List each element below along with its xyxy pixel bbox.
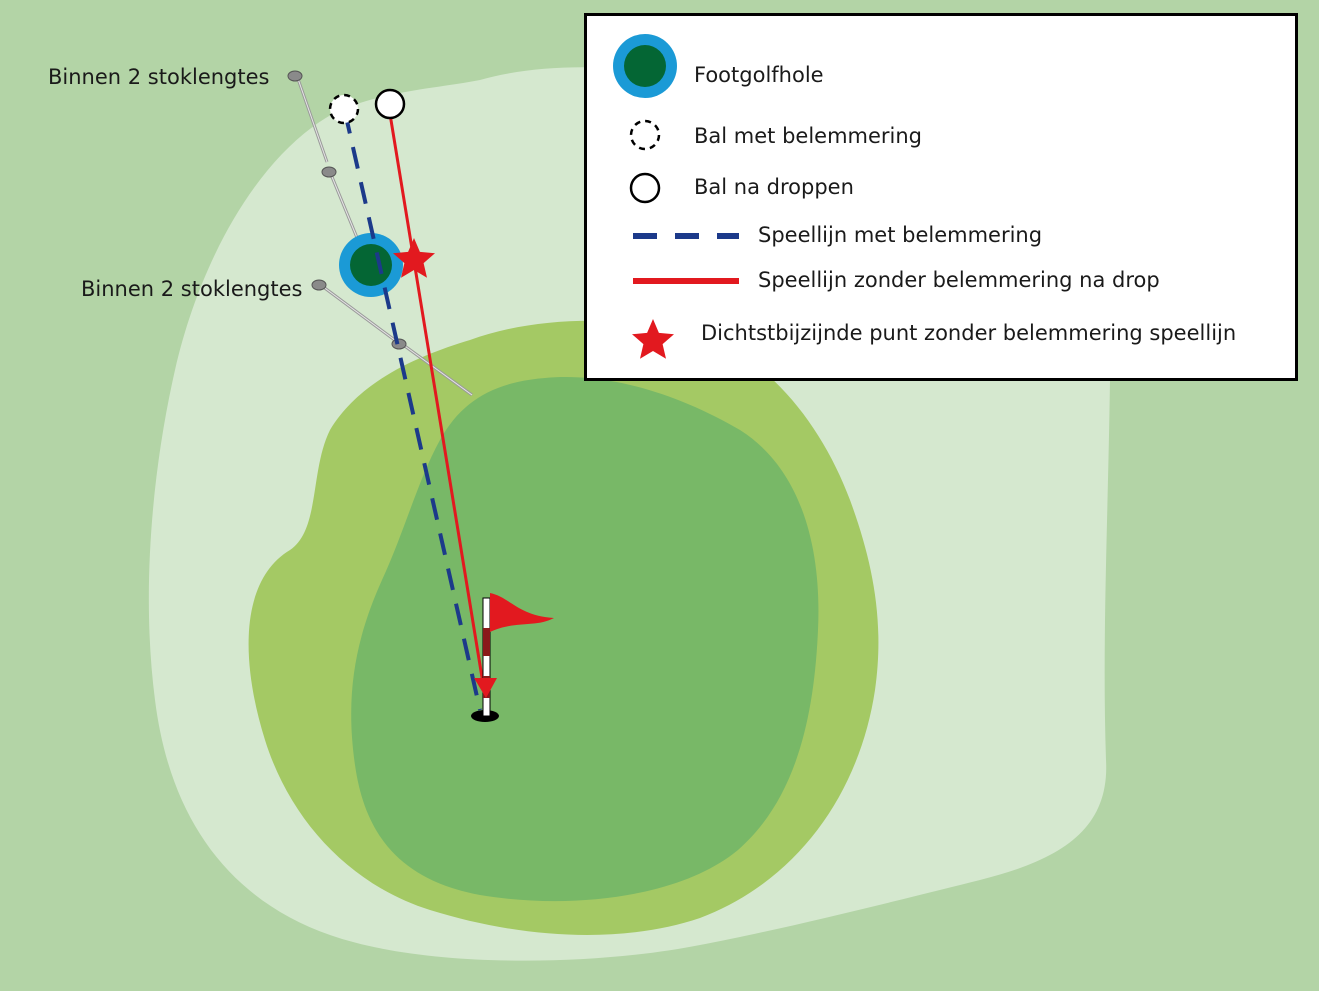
red-play-line xyxy=(388,113,489,709)
mid-club-label: Binnen 2 stoklengtes xyxy=(81,277,302,301)
club-fourth-icon xyxy=(391,338,473,397)
club-top-icon xyxy=(287,70,329,163)
legend-icons xyxy=(613,34,739,359)
relief-point-star-icon xyxy=(393,238,435,278)
legend-label-footgolfhole: Footgolfhole xyxy=(694,63,824,87)
arrow-head-icon xyxy=(474,678,497,698)
legend: Footgolfhole Bal met belemmering Bal na … xyxy=(584,13,1298,381)
legend-star-icon xyxy=(632,319,674,359)
legend-label-bal-belemmering: Bal met belemmering xyxy=(694,124,923,148)
legend-footgolf-hole-icon xyxy=(613,34,677,98)
legend-label-speellijn-zonder: Speellijn zonder belemmering na drop xyxy=(758,268,1160,292)
footgolf-hole-icon xyxy=(339,233,403,297)
legend-solid-circle-icon xyxy=(629,172,661,204)
club-third-icon xyxy=(311,279,397,343)
legend-label-bal-droppen: Bal na droppen xyxy=(694,175,854,199)
dashed-ball-icon xyxy=(328,93,360,125)
legend-label-speellijn-belemmering: Speellijn met belemmering xyxy=(758,223,1043,247)
top-club-label: Binnen 2 stoklengtes xyxy=(48,65,269,89)
dropped-ball-icon xyxy=(374,88,406,120)
legend-label-dichtstbijzijnde-punt: Dichtstbijzijnde punt zonder belemmering… xyxy=(701,321,1237,345)
green-area xyxy=(351,377,819,902)
dashed-play-line xyxy=(343,111,482,711)
club-second-icon xyxy=(321,166,362,246)
legend-dashed-circle-icon xyxy=(629,119,661,151)
